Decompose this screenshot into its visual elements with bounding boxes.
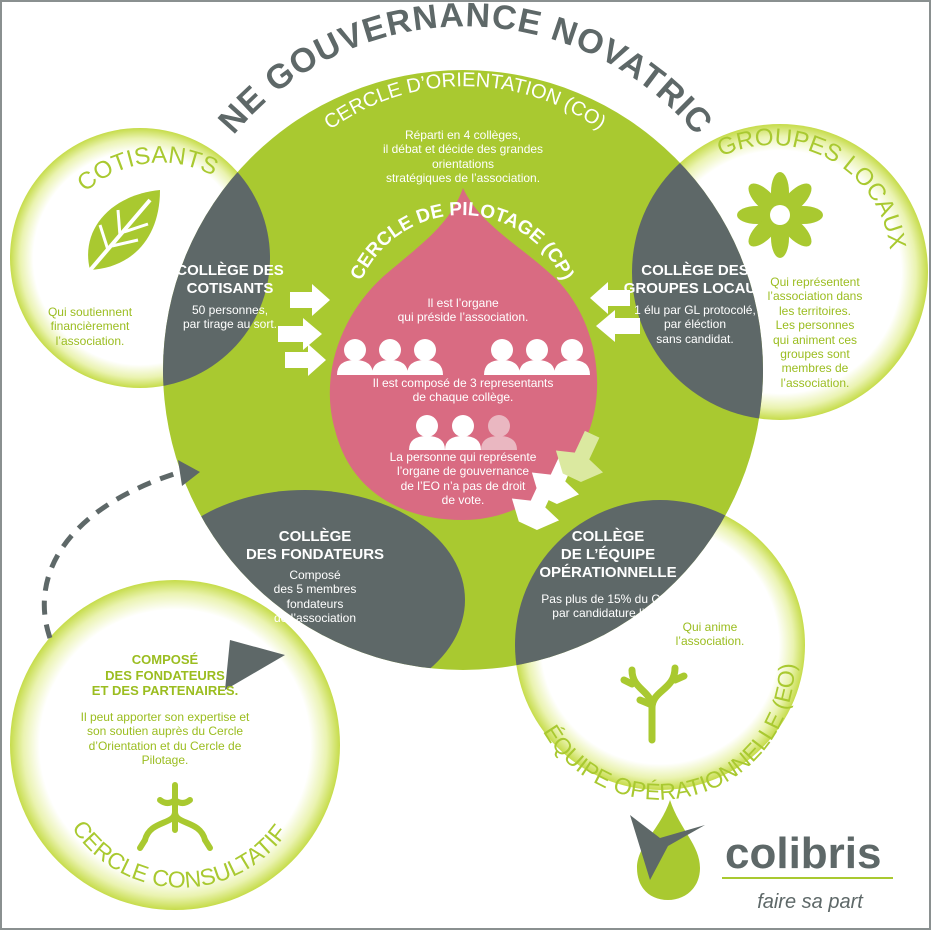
- college-cotisants-description: 50 personnes, par tirage au sort.: [182, 303, 278, 332]
- person-icon: [445, 415, 481, 450]
- person-icon: [519, 339, 555, 375]
- consultatif-composition: COMPOSÉ DES FONDATEURS ET DES PARTENAIRE…: [91, 652, 239, 699]
- co-description: Réparti en 4 collèges, il débat et décid…: [382, 128, 544, 186]
- coral-icon: [620, 664, 688, 744]
- person-icon-eo: [481, 415, 517, 450]
- college-groupes-locaux-region: [632, 124, 763, 420]
- college-fondateurs-title: COLLÈGE DES FONDATEURS: [245, 528, 385, 563]
- college-eo-title: COLLÈGE DE L’ÉQUIPE OPÉRATIONNELLE: [539, 528, 677, 581]
- person-icon: [372, 339, 408, 375]
- fondateurs-speech-tail: [225, 640, 285, 690]
- flower-icon: [737, 172, 823, 258]
- college-fondateurs-description: Composé des 5 membres fondateurs de l’as…: [273, 568, 357, 626]
- consultatif-description: Il peut apporter son expertise et son so…: [80, 710, 250, 768]
- eo-description: Qui anime l’association.: [675, 620, 745, 649]
- college-eo-description: Pas plus de 15% du CO, par candidature l…: [541, 592, 673, 621]
- person-icon: [407, 339, 443, 375]
- people-icons-row: [337, 339, 590, 375]
- cp-composition: Il est composé de 3 representants de cha…: [372, 376, 554, 405]
- college-cotisants-title: COLLÈGE DES COTISANTS: [176, 262, 284, 297]
- logo-tagline: faire sa part: [757, 891, 864, 913]
- cotisants-description: Qui soutiennent financièrement l’associa…: [47, 305, 133, 348]
- person-icon: [337, 339, 373, 375]
- cp-role: Il est l’organe qui préside l’associatio…: [397, 296, 529, 325]
- logo-name: colibris: [725, 829, 882, 878]
- person-icon: [554, 339, 590, 375]
- people-icons-row-2: [409, 415, 517, 450]
- logo-drop-icon: [637, 800, 700, 900]
- college-groupes-locaux-title: COLLÈGE DES GROUPES LOCAUX: [623, 262, 767, 297]
- groupes-locaux-description: Qui représentent l’association dans les …: [767, 275, 863, 390]
- dashed-arrow: [41, 469, 181, 639]
- college-groupes-locaux-description: 1 élu par GL protocolé, par éléction san…: [634, 303, 756, 346]
- cp-drop: [329, 188, 598, 520]
- hummingbird-icon: [630, 815, 705, 880]
- arrows-right: [590, 282, 640, 342]
- leaf-icon: [78, 190, 160, 284]
- dashed-arrow-head: [178, 460, 200, 486]
- colibris-logo: [630, 800, 893, 900]
- person-icon: [409, 415, 445, 450]
- roots-icon: [137, 782, 213, 851]
- arrows-left: [278, 284, 330, 376]
- person-icon: [484, 339, 520, 375]
- arrows-eo: [511, 430, 604, 530]
- cp-eo-note: La personne qui représente l’organe de g…: [389, 450, 537, 508]
